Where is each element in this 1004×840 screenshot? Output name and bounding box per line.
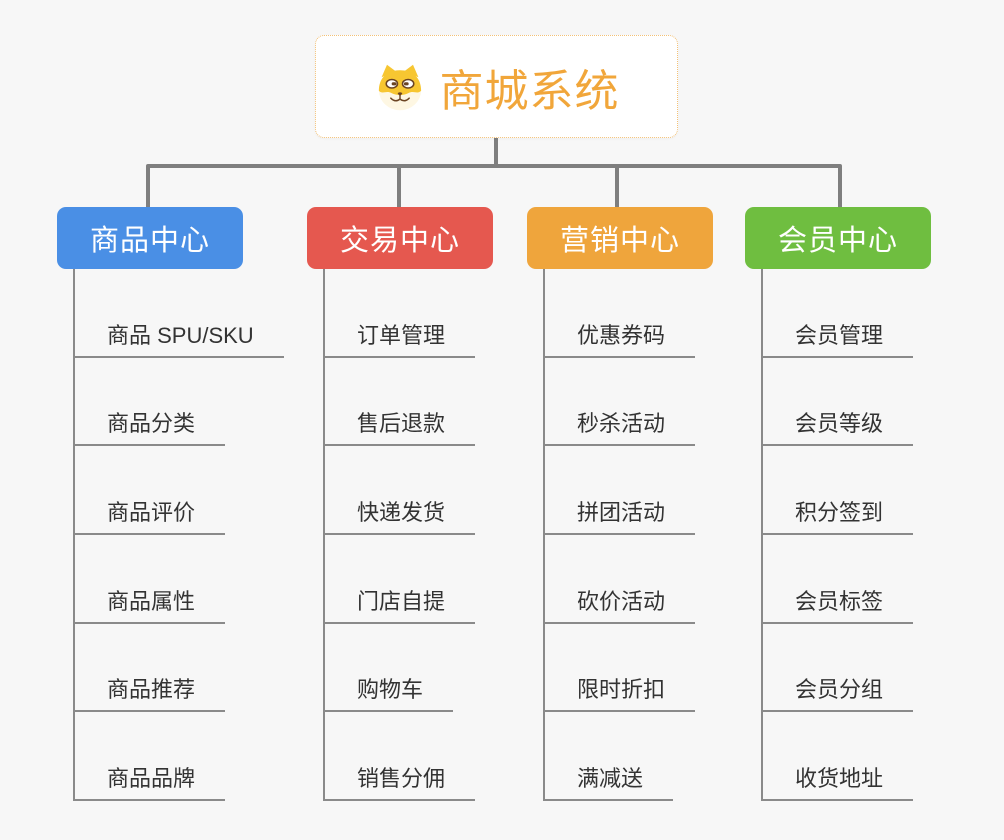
subtopic-item[interactable]: 秒杀活动	[543, 358, 696, 447]
subtopic-item[interactable]: 商品 SPU/SKU	[73, 269, 284, 358]
branch-node-member-center[interactable]: 会员中心	[745, 207, 931, 269]
subtopic-item[interactable]: 砍价活动	[543, 535, 696, 624]
root-topic-label: 商城系统	[439, 66, 620, 116]
subtopic-item[interactable]: 购物车	[323, 624, 454, 713]
subtopic-item[interactable]: 会员标签	[761, 535, 914, 624]
subtopic-item[interactable]: 积分签到	[761, 446, 914, 536]
branch-children-marketing-center: 优惠券码 秒杀活动 拼团活动 砍价活动 限时折扣 满减送	[543, 269, 696, 802]
shiba-dog-icon	[374, 63, 426, 111]
root-topic[interactable]: 商城系统	[315, 35, 678, 138]
branch-label: 商品中心	[89, 225, 210, 257]
subtopic-item[interactable]: 商品推荐	[73, 624, 226, 713]
branch-label: 营销中心	[559, 225, 680, 257]
branch-children-trade-center: 订单管理 售后退款 快递发货 门店自提 购物车 销售分佣	[323, 269, 476, 802]
subtopic-item[interactable]: 门店自提	[323, 535, 476, 624]
subtopic-item[interactable]: 会员分组	[761, 624, 914, 713]
branch-label: 交易中心	[339, 225, 460, 257]
branch-node-trade-center[interactable]: 交易中心	[307, 207, 493, 269]
subtopic-item[interactable]: 满减送	[543, 712, 674, 802]
subtopic-item[interactable]: 订单管理	[323, 269, 476, 358]
subtopic-item[interactable]: 限时折扣	[543, 624, 696, 713]
branch-node-marketing-center[interactable]: 营销中心	[527, 207, 713, 269]
subtopic-item[interactable]: 商品品牌	[73, 712, 226, 802]
rail-line	[146, 164, 842, 209]
subtopic-item[interactable]: 会员管理	[761, 269, 914, 358]
subtopic-item[interactable]: 销售分佣	[323, 712, 476, 802]
subtopic-item[interactable]: 商品分类	[73, 358, 226, 447]
branch-label: 会员中心	[777, 225, 898, 257]
subtopic-item[interactable]: 收货地址	[761, 712, 914, 802]
branch-node-product-center[interactable]: 商品中心	[57, 207, 243, 269]
subtopic-item[interactable]: 会员等级	[761, 358, 914, 447]
branch-children-member-center: 会员管理 会员等级 积分签到 会员标签 会员分组 收货地址	[761, 269, 914, 802]
subtopic-item[interactable]: 商品评价	[73, 446, 226, 536]
subtopic-item[interactable]: 拼团活动	[543, 446, 696, 536]
subtopic-item[interactable]: 售后退款	[323, 358, 476, 447]
branch-children-product-center: 商品 SPU/SKU 商品分类 商品评价 商品属性 商品推荐 商品品牌	[73, 269, 284, 802]
subtopic-item[interactable]: 优惠券码	[543, 269, 696, 358]
subtopic-item[interactable]: 商品属性	[73, 535, 226, 624]
subtopic-item[interactable]: 快递发货	[323, 446, 476, 536]
